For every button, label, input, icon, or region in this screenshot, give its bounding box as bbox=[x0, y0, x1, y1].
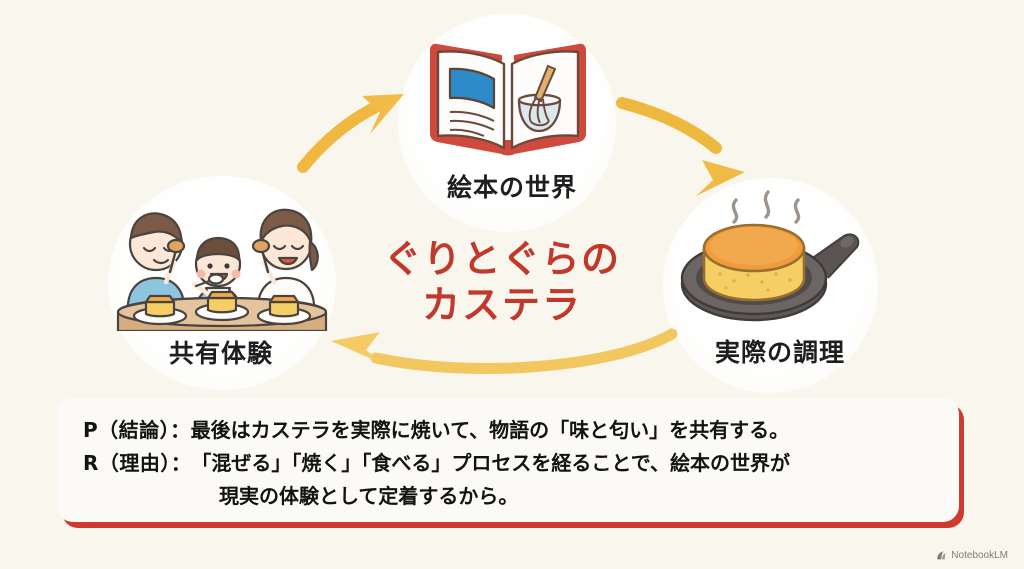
open-picture-book-icon bbox=[430, 43, 586, 156]
node-label-cooking: 実際の調理 bbox=[714, 338, 845, 367]
center-title: ぐりとぐらの カステラ bbox=[352, 236, 652, 328]
center-title-line2: カステラ bbox=[421, 283, 582, 327]
watermark-label: NotebookLM bbox=[951, 550, 1008, 561]
statement-line-p: P（結論）： 最後はカステラを実際に焼いて、物語の「味と匂い」を共有する。 bbox=[83, 414, 933, 447]
node-label-book: 絵本の世界 bbox=[446, 173, 577, 202]
statement-key-r: R（理由）： bbox=[83, 451, 192, 475]
arrow-cooking-to-family bbox=[331, 328, 678, 374]
node-label-sharing: 共有体験 bbox=[168, 339, 273, 368]
family-eating-cake-icon bbox=[116, 208, 328, 331]
statement-line-r: R（理由）： 「混ぜる」「焼く」「食べる」プロセスを経ることで、絵本の世界が bbox=[83, 447, 933, 480]
statement-key-p: P（結論）： bbox=[83, 418, 191, 442]
statement-text-p: 最後はカステラを実際に焼いて、物語の「味と匂い」を共有する。 bbox=[190, 418, 790, 442]
center-title-line1: ぐりとぐらの bbox=[383, 237, 621, 281]
arrow-family-to-book bbox=[297, 94, 404, 173]
statement-text-r: 「混ぜる」「焼く」「食べる」プロセスを経ることで、絵本の世界が bbox=[191, 451, 791, 475]
watermark: NotebookLM bbox=[936, 550, 1008, 561]
steam-icon bbox=[731, 190, 801, 224]
notebooklm-logo-icon bbox=[937, 551, 946, 560]
skillet-castella-icon bbox=[680, 190, 860, 322]
statement-text-r-continued: 現実の体験として定着するから。 bbox=[219, 484, 519, 508]
statement-box: P（結論）： 最後はカステラを実際に焼いて、物語の「味と匂い」を共有する。 R（… bbox=[57, 398, 959, 522]
